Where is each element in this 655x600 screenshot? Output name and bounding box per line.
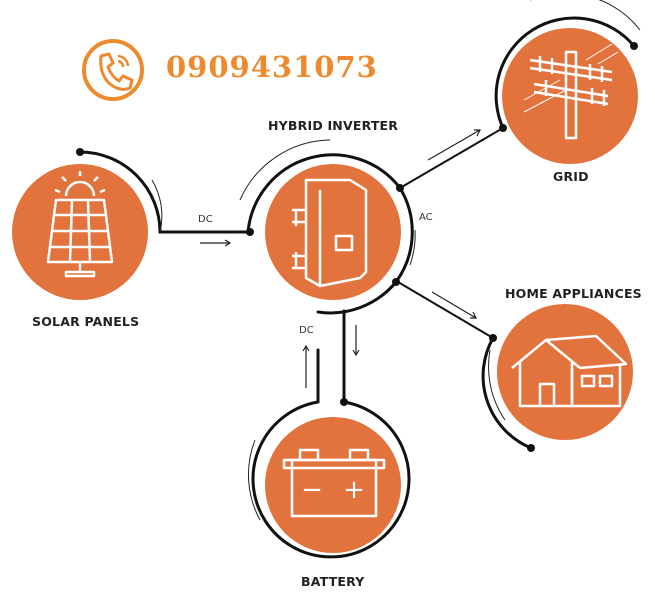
arrow-to-grid	[427, 129, 481, 161]
home-appliances-label: HOME APPLIANCES	[505, 286, 642, 301]
battery-minus-sign: −	[301, 475, 323, 505]
battery-icon	[282, 448, 386, 518]
solar-panels-label: SOLAR PANELS	[32, 314, 140, 329]
arrow-dc-solar	[200, 239, 232, 247]
endpoint-dots	[76, 42, 638, 452]
dc-battery-label: DC	[299, 325, 314, 336]
battery-label: BATTERY	[301, 574, 365, 589]
home-node	[497, 304, 633, 440]
grid-label: GRID	[553, 169, 589, 184]
inverter-node	[265, 164, 401, 300]
ac-label: AC	[419, 212, 433, 223]
battery-plus-sign: +	[343, 475, 365, 505]
inverter-outer-ring	[246, 153, 402, 234]
home-ring	[481, 336, 533, 450]
solar-panel-icon	[46, 171, 114, 278]
dc-solar-label: DC	[198, 214, 213, 225]
flow-arrows	[200, 129, 481, 388]
phone-icon	[82, 39, 144, 101]
phone-number[interactable]: 0909431073	[166, 50, 378, 84]
house-icon	[511, 334, 628, 408]
power-pole-icon	[523, 43, 619, 140]
arrow-down-battery	[352, 325, 360, 357]
inverter-outer-ring-right	[394, 186, 414, 284]
solar-to-inverter-line	[78, 150, 252, 234]
connection-lines	[78, 16, 636, 559]
battery-ring	[251, 400, 411, 559]
arrow-up-battery	[302, 344, 310, 388]
inverter-to-grid-line	[399, 127, 504, 189]
hybrid-inverter-label: HYBRID INVERTER	[268, 118, 399, 133]
inverter-to-home-line	[397, 281, 494, 339]
inverter-icon	[292, 178, 368, 288]
decorative-arcs	[151, 0, 641, 521]
grid-node	[502, 28, 638, 164]
battery-node	[265, 417, 401, 553]
arrow-to-home	[431, 291, 477, 319]
inverter-outer-ring-bottom	[316, 280, 398, 315]
grid-ring	[494, 16, 636, 130]
